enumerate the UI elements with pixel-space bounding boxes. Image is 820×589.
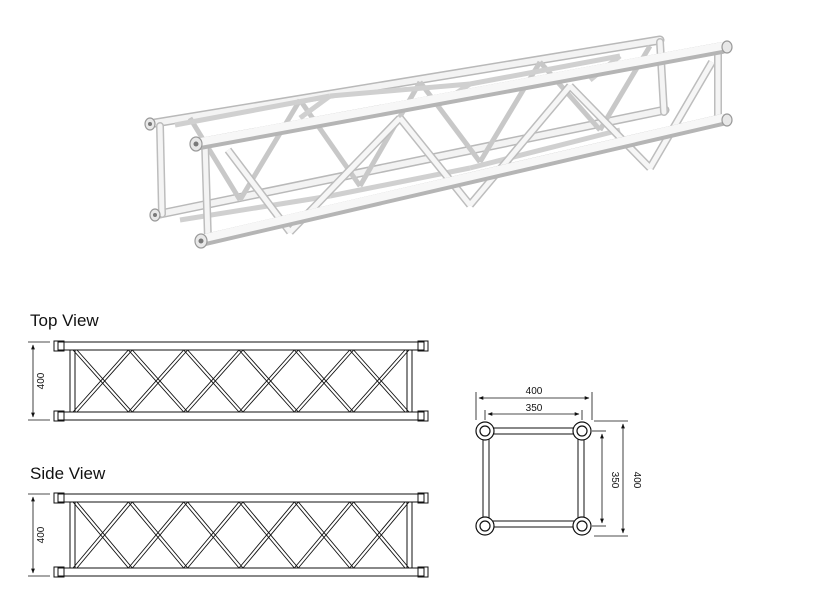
side-view-height-dimension: 400: [28, 493, 50, 577]
side-view-brace: [349, 501, 406, 569]
section-outer-height-label: 400: [631, 472, 642, 489]
side-view-brace: [238, 501, 295, 569]
top-view-title: Top View: [30, 311, 99, 330]
side-view-height-label: 400: [36, 526, 47, 543]
top-view-brace: [187, 349, 244, 413]
side-view-brace: [187, 501, 244, 569]
top-view-height-dimension: 400: [28, 341, 50, 421]
section-inner-height-dimension: 350: [592, 430, 620, 527]
top-view-brace: [353, 349, 410, 413]
section-inner-width-label: 350: [526, 403, 543, 414]
section-inner-height-label: 350: [609, 472, 620, 489]
top-view-brace: [183, 349, 240, 413]
top-view-brace: [127, 349, 185, 413]
section-outer-width-label: 400: [526, 386, 543, 397]
section-outer-height-dimension: 400: [594, 420, 642, 537]
side-view-drawing: [53, 492, 429, 578]
side-view-brace: [76, 501, 133, 569]
side-view-brace: [183, 501, 240, 569]
top-view-brace: [131, 349, 189, 413]
truss-3d-render: [144, 35, 733, 249]
top-view-brace: [349, 349, 406, 413]
side-view-brace: [293, 501, 351, 569]
top-view-brace: [76, 349, 133, 413]
side-view-brace: [353, 501, 410, 569]
side-view-brace: [242, 501, 299, 569]
cross-section-drawing: [475, 421, 592, 536]
top-view-brace: [238, 349, 295, 413]
side-view-brace: [131, 501, 189, 569]
top-view-brace: [293, 349, 351, 413]
side-view-brace: [297, 501, 355, 569]
top-view-brace: [297, 349, 355, 413]
top-view-drawing: [53, 340, 429, 422]
top-view-height-label: 400: [36, 372, 47, 389]
section-outer-width-dimension: 400: [475, 386, 593, 420]
top-view-brace: [72, 349, 129, 413]
side-view-title: Side View: [30, 464, 106, 483]
side-view-brace: [127, 501, 185, 569]
section-inner-width-dimension: 350: [484, 403, 583, 420]
top-view-brace: [242, 349, 299, 413]
side-view-brace: [72, 501, 129, 569]
